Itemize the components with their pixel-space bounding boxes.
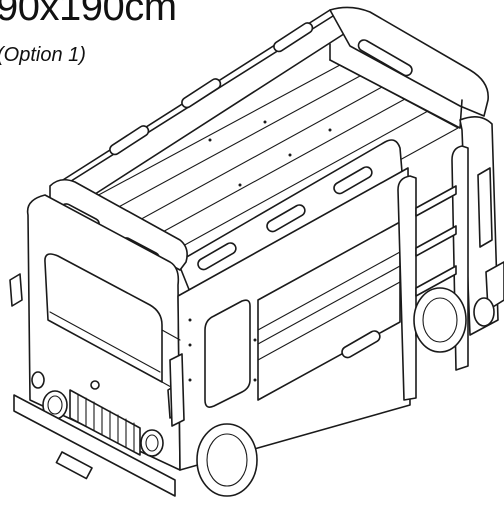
wheels [196, 287, 495, 497]
upper-side-rail [54, 9, 351, 206]
size-caption: 90x190cm [0, 0, 177, 29]
lower-front-bunk [161, 329, 185, 427]
option-caption: (Option 1) [0, 44, 86, 66]
rear-headboard [329, 6, 489, 129]
bus-front-body [9, 194, 181, 497]
ladder [397, 145, 469, 401]
rear-panel [459, 116, 504, 336]
upper-front-rail [177, 139, 403, 293]
lower-side-panel [177, 167, 411, 471]
